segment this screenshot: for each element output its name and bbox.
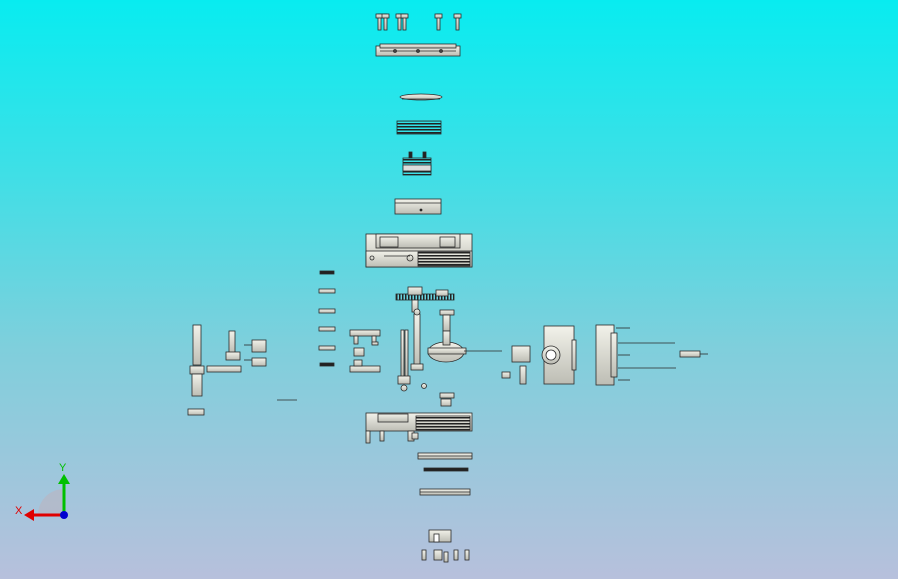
cooling-head[interactable]	[396, 120, 442, 135]
left-shaft[interactable]	[187, 324, 205, 416]
x-arrow-icon	[24, 509, 34, 521]
gear-assembly[interactable]	[395, 286, 455, 313]
head-gasket[interactable]	[399, 93, 443, 101]
bearing-lower[interactable]	[439, 392, 455, 407]
gear-housing[interactable]	[541, 325, 577, 385]
triad-plane	[38, 489, 64, 515]
cylinder-liner[interactable]	[394, 198, 442, 215]
bottom-fittings[interactable]	[421, 529, 470, 563]
y-label: Y	[59, 462, 67, 474]
head-cover[interactable]	[375, 43, 461, 57]
x-label: X	[15, 505, 23, 517]
bracket-set[interactable]	[349, 329, 381, 373]
connecting-rod[interactable]	[410, 308, 424, 371]
piston-parts[interactable]	[206, 330, 297, 401]
valve-rods[interactable]	[397, 329, 411, 392]
y-arrow-icon	[58, 474, 70, 484]
base-plate-3[interactable]	[419, 488, 471, 496]
side-cover[interactable]	[595, 324, 676, 386]
top-screws[interactable]	[375, 13, 462, 31]
spark-plug[interactable]	[679, 350, 708, 358]
carburetor[interactable]	[501, 345, 531, 385]
spring-clips[interactable]	[318, 270, 336, 367]
base-plate-1[interactable]	[417, 452, 473, 460]
z-axis-dot	[60, 511, 68, 519]
cylinder[interactable]	[402, 151, 432, 176]
lower-crankcase[interactable]	[365, 412, 473, 444]
upper-crankcase[interactable]	[365, 233, 473, 268]
base-plate-2[interactable]	[423, 467, 469, 472]
view-triad: Y X	[15, 462, 70, 521]
crankshaft[interactable]	[421, 309, 503, 389]
